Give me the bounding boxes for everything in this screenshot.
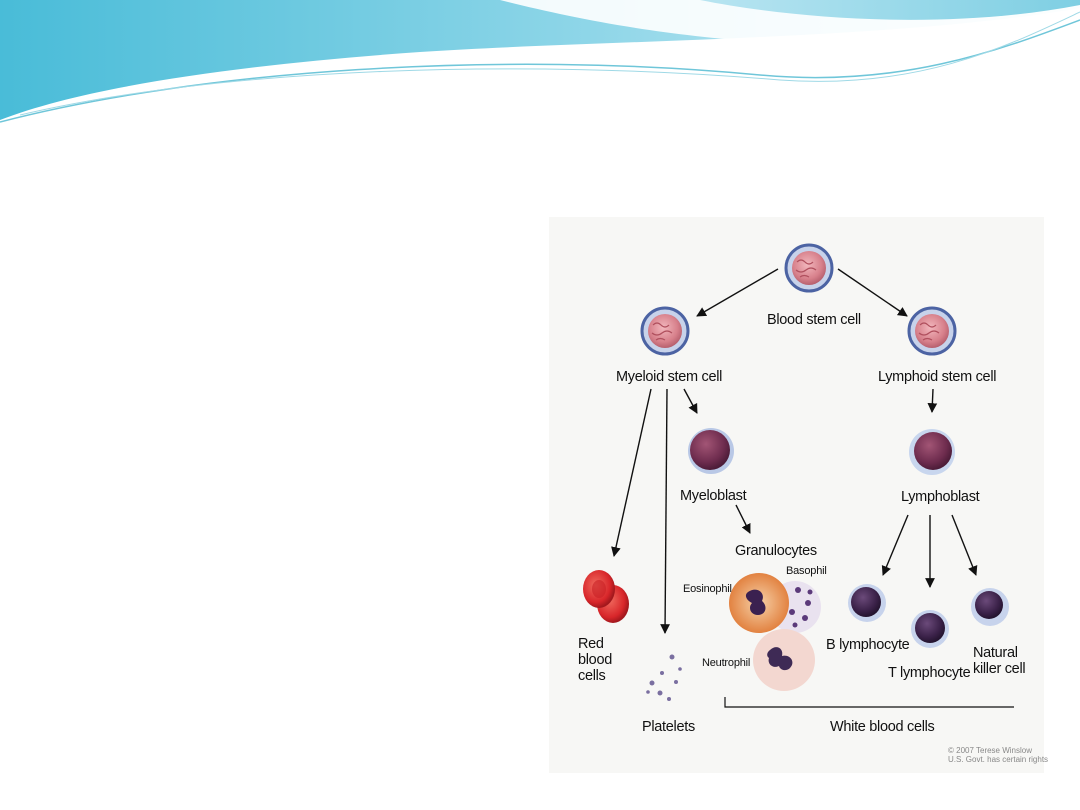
label-basophil: Basophil: [786, 565, 827, 577]
platelets-image: [646, 654, 682, 701]
top-wave-banner: [0, 0, 1080, 123]
label-red-blood-cells: Red blood cells: [578, 636, 612, 684]
red-blood-cells-image: [583, 570, 629, 623]
label-natural-killer-cell: Natural killer cell: [973, 645, 1026, 677]
lymphoid-stem-cell-image: [907, 306, 957, 356]
label-blood-stem-cell: Blood stem cell: [767, 312, 861, 328]
label-granulocytes: Granulocytes: [735, 543, 817, 559]
label-neutrophil: Neutrophil: [702, 657, 751, 669]
t-lymphocyte-image: [911, 610, 949, 648]
credit-line-1: © 2007 Terese Winslow: [948, 746, 1033, 755]
b-lymphocyte-image: [848, 584, 886, 622]
label-t-lymphocyte: T lymphocyte: [888, 665, 971, 681]
myeloid-stem-cell-image: [640, 306, 690, 356]
label-myeloid-stem-cell: Myeloid stem cell: [616, 369, 723, 385]
label-lymphoblast: Lymphoblast: [901, 489, 980, 505]
label-lymphoid-stem-cell: Lymphoid stem cell: [878, 369, 997, 385]
myeloblast-image: [688, 428, 734, 474]
label-myeloblast: Myeloblast: [680, 488, 747, 504]
label-b-lymphocyte: B lymphocyte: [826, 637, 910, 653]
eosinophil-image: [729, 573, 789, 633]
image-credit: © 2007 Terese Winslow U.S. Govt. has cer…: [948, 746, 1048, 764]
credit-line-2: U.S. Govt. has certain rights: [948, 755, 1049, 764]
blood-stem-cell-image: [784, 243, 834, 293]
natural-killer-cell-image: [971, 588, 1009, 626]
arrows: [611, 268, 978, 634]
label-platelets: Platelets: [642, 719, 695, 735]
lymphoblast-image: [909, 429, 955, 475]
neutrophil-image: [753, 629, 815, 691]
label-white-blood-cells: White blood cells: [830, 719, 935, 735]
white-blood-cells-bracket: [724, 697, 1014, 708]
label-eosinophil: Eosinophil: [683, 583, 732, 595]
